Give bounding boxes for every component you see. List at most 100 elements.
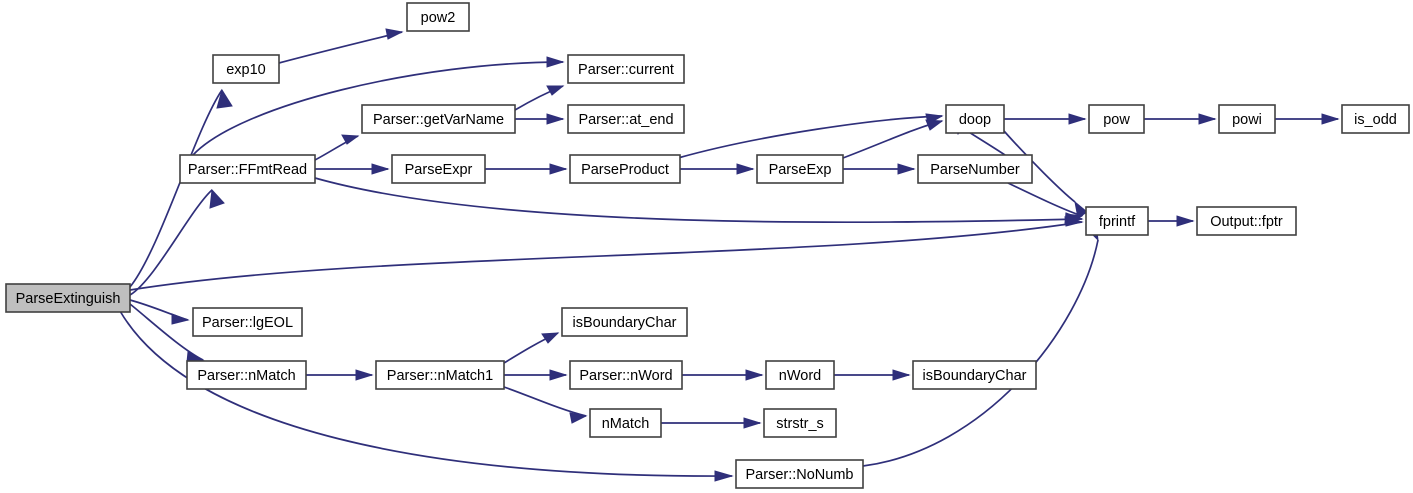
node-Parser::nMatch[interactable]: Parser::nMatch	[186, 360, 307, 390]
edge-nWord-to-isBoundaryChar2	[834, 369, 911, 381]
node-pow[interactable]: pow	[1088, 104, 1145, 134]
edge-Parser::nMatch1-to-isBoundaryChar1	[503, 332, 560, 364]
edge-ParseExtinguish-to-Parser::lgEOL	[129, 299, 190, 325]
node-Parser::getVarName[interactable]: Parser::getVarName	[361, 104, 516, 134]
node-is_odd[interactable]: is_odd	[1341, 104, 1410, 134]
edge-ParseExtinguish-to-fprintf	[129, 216, 1084, 291]
node-box[interactable]	[765, 360, 835, 390]
edges-layer	[119, 28, 1340, 482]
edge-nMatch-to-strstr_s	[661, 417, 762, 429]
arrowhead-icon	[745, 369, 764, 381]
node-box[interactable]	[179, 154, 316, 184]
node-box[interactable]	[945, 104, 1005, 134]
node-box[interactable]	[192, 307, 303, 337]
node-label: nWord	[779, 368, 821, 384]
arrowhead-icon	[371, 163, 390, 175]
arrowhead-icon	[209, 188, 225, 209]
node-label: pow2	[421, 10, 456, 26]
node-box[interactable]	[756, 154, 844, 184]
node-box[interactable]	[917, 154, 1033, 184]
arrowhead-icon	[897, 163, 916, 175]
node-exp10[interactable]: exp10	[212, 54, 280, 84]
edge-doop-to-fprintf	[1003, 130, 1088, 219]
node-box[interactable]	[569, 360, 683, 390]
node-label: Parser::nMatch	[197, 368, 295, 384]
node-box[interactable]	[912, 360, 1037, 390]
edge-ParseExtinguish-to-Parser::NoNumb	[119, 310, 734, 482]
node-Output::fptr[interactable]: Output::fptr	[1196, 206, 1297, 236]
edge-fprintf-to-Output::fptr	[1148, 215, 1195, 227]
node-Parser::at_end[interactable]: Parser::at_end	[567, 104, 685, 134]
node-ParseProduct[interactable]: ParseProduct	[569, 154, 681, 184]
node-ParseExpr[interactable]: ParseExpr	[391, 154, 486, 184]
node-Parser::NoNumb[interactable]: Parser::NoNumb	[735, 459, 864, 489]
node-box[interactable]	[406, 2, 470, 32]
node-box[interactable]	[375, 360, 505, 390]
edge-Parser::nWord-to-nWord	[682, 369, 764, 381]
node-nMatch[interactable]: nMatch	[589, 408, 662, 438]
edge-line	[1003, 130, 1076, 203]
node-powi[interactable]: powi	[1218, 104, 1276, 134]
node-box[interactable]	[361, 104, 516, 134]
node-box[interactable]	[1218, 104, 1276, 134]
node-ParseExp[interactable]: ParseExp	[756, 154, 844, 184]
edge-ParseExp-to-ParseNumber	[843, 163, 916, 175]
node-box[interactable]	[589, 408, 662, 438]
node-label: Parser::lgEOL	[202, 315, 293, 331]
arrowhead-icon	[736, 163, 755, 175]
node-box[interactable]	[391, 154, 486, 184]
node-Parser::nWord[interactable]: Parser::nWord	[569, 360, 683, 390]
node-box[interactable]	[1196, 206, 1297, 236]
node-fprintf[interactable]: fprintf	[1085, 206, 1149, 236]
node-isBoundaryChar1[interactable]: isBoundaryChar	[561, 307, 688, 337]
node-label: fprintf	[1099, 214, 1136, 230]
node-label: Parser::at_end	[578, 112, 673, 128]
edge-Parser::nMatch-to-Parser::nMatch1	[306, 369, 374, 381]
node-Parser::FFmtRead[interactable]: Parser::FFmtRead	[179, 154, 316, 184]
node-label: doop	[959, 112, 991, 128]
node-Parser::lgEOL[interactable]: Parser::lgEOL	[192, 307, 303, 337]
edge-Parser::NoNumb-to-fprintf	[862, 222, 1099, 467]
node-box[interactable]	[1085, 206, 1149, 236]
node-box[interactable]	[212, 54, 280, 84]
edge-line	[862, 239, 1099, 467]
edge-powi-to-is_odd	[1275, 113, 1340, 125]
edge-line	[503, 386, 587, 417]
node-label: powi	[1232, 112, 1262, 128]
node-box[interactable]	[1088, 104, 1145, 134]
arrowhead-icon	[1074, 200, 1088, 219]
node-box[interactable]	[186, 360, 307, 390]
node-box[interactable]	[5, 283, 131, 313]
arrowhead-icon	[385, 28, 404, 40]
node-nWord[interactable]: nWord	[765, 360, 835, 390]
node-ParseNumber[interactable]: ParseNumber	[917, 154, 1033, 184]
node-ParseExtinguish[interactable]: ParseExtinguish	[5, 283, 131, 313]
arrowhead-icon	[341, 134, 360, 145]
node-pow2[interactable]: pow2	[406, 2, 470, 32]
node-Parser::current[interactable]: Parser::current	[567, 54, 685, 84]
node-label: nMatch	[602, 416, 650, 432]
node-box[interactable]	[567, 104, 685, 134]
node-isBoundaryChar2[interactable]: isBoundaryChar	[912, 360, 1037, 390]
node-box[interactable]	[1341, 104, 1410, 134]
node-strstr_s[interactable]: strstr_s	[763, 408, 837, 438]
arrowhead-icon	[541, 332, 560, 344]
node-label: is_odd	[1354, 112, 1397, 128]
arrowhead-icon	[1068, 113, 1087, 125]
node-Parser::nMatch1[interactable]: Parser::nMatch1	[375, 360, 505, 390]
node-box[interactable]	[763, 408, 837, 438]
node-box[interactable]	[569, 154, 681, 184]
edge-line	[119, 310, 733, 477]
edge-line	[314, 177, 1083, 224]
node-box[interactable]	[735, 459, 864, 489]
nodes-layer: ParseExtinguish exp10 pow2Parser::FFmtRead…	[5, 2, 1410, 489]
node-box[interactable]	[561, 307, 688, 337]
edge-line	[1007, 182, 1083, 217]
node-box[interactable]	[567, 54, 685, 84]
arrowhead-icon	[569, 412, 588, 424]
node-label: isBoundaryChar	[923, 368, 1027, 384]
node-doop[interactable]: doop	[945, 104, 1005, 134]
edge-line	[129, 221, 1083, 291]
